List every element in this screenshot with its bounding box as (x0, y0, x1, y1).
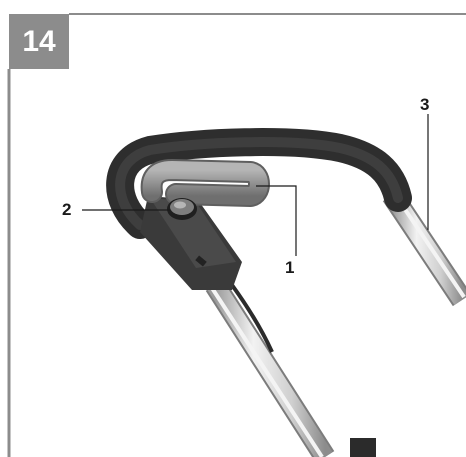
control-cable (230, 283, 274, 353)
callout-3-label: 3 (420, 95, 430, 114)
right-handle-tube (382, 188, 466, 307)
lower-connector (350, 438, 376, 457)
safety-lever (140, 158, 270, 208)
callout-2-label: 2 (62, 200, 72, 219)
left-handle-tube (205, 279, 335, 457)
callout-1-label: 1 (285, 258, 295, 277)
push-button (167, 198, 197, 220)
leader-line-1 (256, 185, 297, 256)
figure-number-badge: 14 (9, 14, 69, 69)
